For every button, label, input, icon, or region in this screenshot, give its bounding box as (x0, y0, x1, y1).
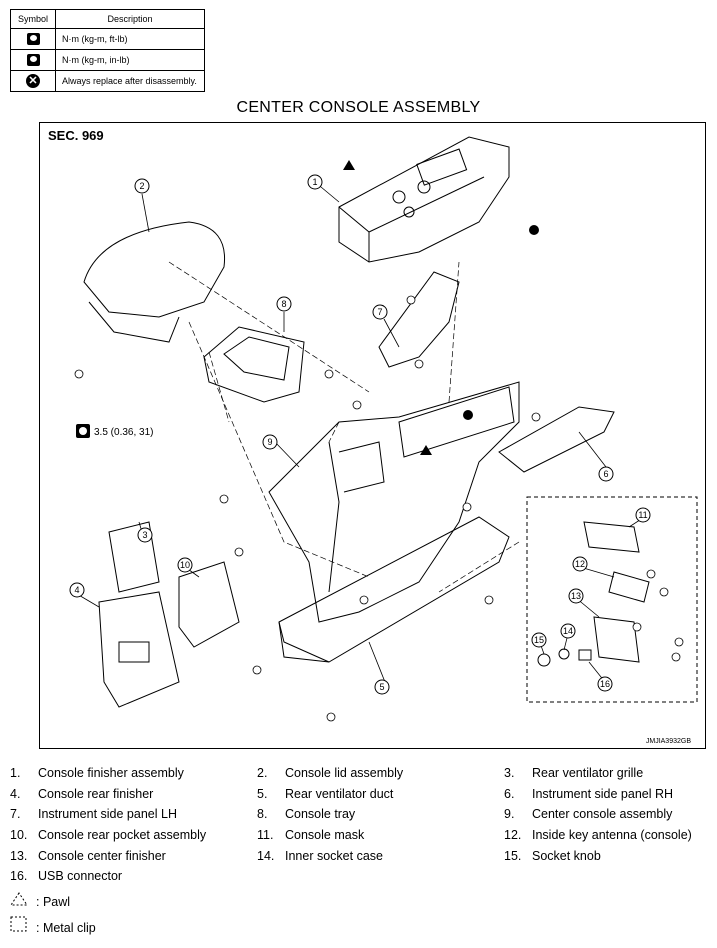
side-panel-lh-shape (378, 271, 460, 368)
detail-box (526, 496, 698, 703)
list-item: 8.Console tray (257, 807, 356, 821)
list-item: 10.Console rear pocket assembly (10, 828, 207, 842)
list-item: 11.Console mask (257, 828, 365, 842)
pawl-triangle-icon (420, 445, 432, 455)
legend-description: Always replace after disassembly. (55, 70, 205, 92)
replace-dot-icon (529, 225, 539, 235)
list-item: 1.Console finisher assembly (10, 766, 184, 780)
console-lid-shape (83, 221, 226, 318)
screw-icons (74, 295, 684, 722)
list-item: 9.Center console assembly (504, 807, 673, 821)
callout-number: 11 (638, 510, 647, 520)
callout-number: 9 (267, 437, 272, 447)
callout-number: 2 (139, 181, 144, 191)
key-pawl: : Pawl (10, 892, 96, 916)
list-item: 4.Console rear finisher (10, 787, 154, 801)
list-item: 2.Console lid assembly (257, 766, 404, 780)
list-item: 13.Console center finisher (10, 849, 166, 863)
legend-description: N·m (kg-m, ft-lb) (55, 28, 205, 50)
part-outlines (83, 136, 698, 708)
legend-header-symbol: Symbol (10, 9, 56, 29)
always-replace-icon: ✕ (26, 74, 40, 88)
list-item: 14.Inner socket case (257, 849, 383, 863)
symbol-keys: : Pawl : Metal clip (10, 892, 96, 940)
list-item: 6.Instrument side panel RH (504, 787, 674, 801)
callout-number: 5 (379, 682, 384, 692)
page-title: CENTER CONSOLE ASSEMBLY (236, 99, 481, 116)
torque-wrench-small-icon (26, 54, 40, 66)
rear-duct-shape (278, 516, 510, 663)
torque-spec-label: 3.5 (0.36, 31) (94, 427, 153, 438)
callout-number: 12 (575, 559, 585, 569)
key-metal-clip: : Metal clip (10, 916, 96, 940)
pawl-triangle-icon (10, 892, 32, 909)
callout-number: 3 (142, 530, 147, 540)
callout-number: 4 (74, 585, 79, 595)
key-label: : Metal clip (36, 921, 96, 935)
list-item: 12.Inside key antenna (console) (504, 828, 692, 842)
rear-pocket-shape (178, 561, 240, 648)
diagram-frame (39, 122, 706, 749)
rear-grille-shape (108, 521, 160, 593)
legend-header-description: Description (55, 9, 205, 29)
callout-circles (69, 174, 651, 695)
section-label: SEC. 969 (48, 128, 104, 143)
torque-wrench-icon (26, 33, 40, 45)
figure-code: JMJIA3932GB (645, 738, 691, 745)
callout-number: 14 (563, 626, 573, 636)
symbol-legend-table: Symbol Description N·m (kg-m, ft-lb) N·m… (10, 9, 205, 92)
list-item: 5.Rear ventilator duct (257, 787, 394, 801)
rear-finisher-shape (98, 591, 180, 708)
side-panel-rh-shape (498, 406, 615, 473)
callout-number: 15 (534, 635, 544, 645)
callout-number: 13 (571, 591, 581, 601)
center-console-shape (268, 381, 520, 623)
list-item: 15.Socket knob (504, 849, 601, 863)
metal-clip-square-icon (10, 916, 32, 935)
callout-number: 6 (603, 469, 608, 479)
assembly-lines (168, 261, 520, 593)
replace-dot-icon (463, 410, 473, 420)
callout-number: 16 (600, 679, 610, 689)
key-label: : Pawl (36, 895, 71, 909)
list-item: 16.USB connector (10, 869, 123, 883)
exploded-view-diagram: 1 2 3 4 5 6 7 8 9 10 11 12 13 14 15 16 3… (69, 136, 698, 722)
legend-description: N·m (kg-m, in-lb) (55, 49, 205, 71)
callout-number: 1 (312, 177, 317, 187)
callout-numbers: 1 2 3 4 5 6 7 8 9 10 11 12 13 14 15 16 (74, 177, 647, 692)
list-item: 3.Rear ventilator grille (504, 766, 644, 780)
console-finisher-shape (338, 136, 510, 263)
pawl-triangle-icon (343, 160, 355, 170)
console-tray-shape (203, 326, 305, 403)
callout-number: 7 (377, 307, 382, 317)
callout-number: 8 (281, 299, 286, 309)
list-item: 7.Instrument side panel LH (10, 807, 177, 821)
callout-number: 10 (180, 560, 190, 570)
